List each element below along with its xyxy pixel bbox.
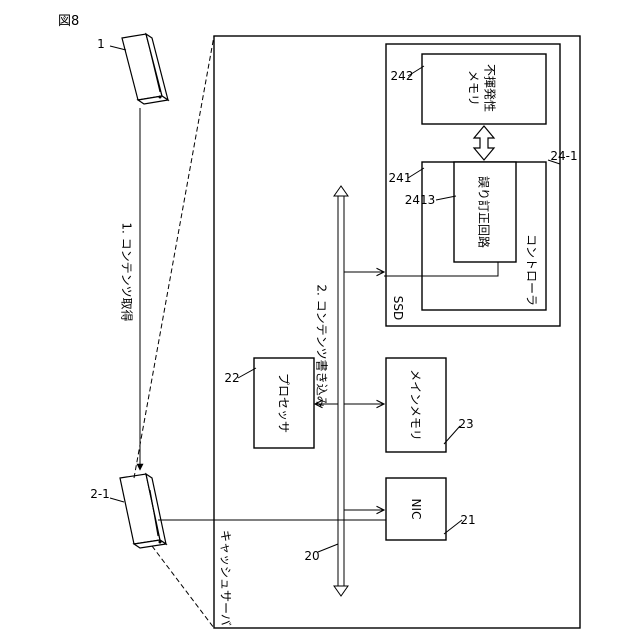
bus-arrowhead-top <box>334 186 348 196</box>
cache-device-leader <box>110 498 124 502</box>
top-server-device <box>122 34 168 104</box>
memory-ecc-arrow <box>474 126 494 160</box>
controller-label: コントローラ <box>524 234 541 306</box>
acquire-label: 1. コンテンツ取得 <box>119 222 136 321</box>
cache-device-ref: 2-1 <box>90 487 110 501</box>
write-label: 2. コンテンツ書き込み <box>314 284 331 407</box>
nic-leader <box>444 520 462 534</box>
bus-arrowhead-bottom <box>334 586 348 596</box>
processor-label: プロセッサ <box>276 373 293 433</box>
zoom-line-bottom <box>152 546 214 628</box>
main-memory-ref: 23 <box>458 417 473 431</box>
main-memory-label: メインメモリ <box>408 369 425 441</box>
top-device-ref: 1 <box>97 37 105 51</box>
cache-server-label: キャッシュサーバ <box>218 530 235 626</box>
ssd-label: SSD <box>391 296 405 320</box>
nic-label: NIC <box>409 499 423 520</box>
controller-ref: 241 <box>389 171 412 185</box>
cache-server-device <box>120 474 166 548</box>
ecc-ref: 2413 <box>405 193 436 207</box>
bus-leader <box>318 544 338 552</box>
ssd-ref: 24-1 <box>550 149 577 163</box>
bus-ref: 20 <box>304 549 319 563</box>
nonvolatile-label-line2: メモリ <box>466 70 483 106</box>
nonvolatile-ref: 242 <box>391 69 414 83</box>
processor-ref: 22 <box>224 371 239 385</box>
nonvolatile-label-line1: 不揮発性 <box>482 64 499 112</box>
ecc-label: 誤り訂正回路 <box>476 176 493 248</box>
nic-ref: 21 <box>460 513 475 527</box>
